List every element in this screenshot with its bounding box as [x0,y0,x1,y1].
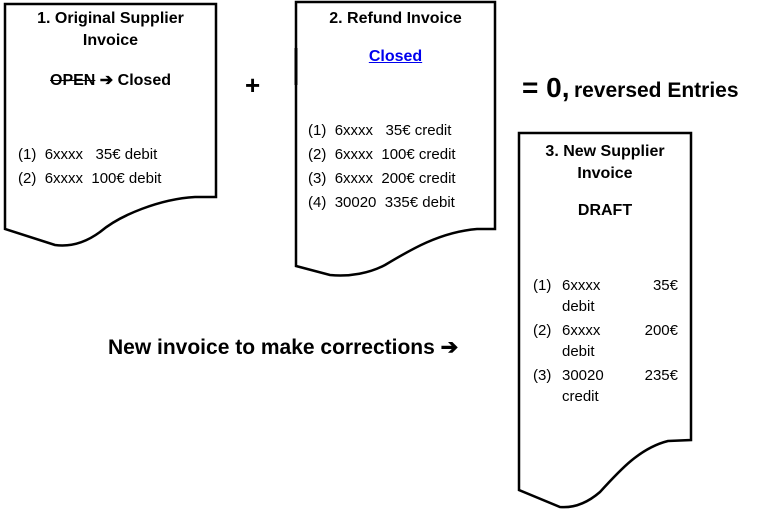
refund-status-link[interactable]: Closed [368,48,423,65]
original-invoice-status: OPEN ➔ Closed [5,70,216,90]
entry-row: (2) 6xxxx 200€ debit [533,322,678,360]
entry-row: (4) 30020 335€ debit [308,194,455,211]
plus-operator: + [245,70,261,100]
refund-invoice-status: Closed [296,48,495,66]
new-invoice-title: 3. New Supplier Invoice [519,141,691,185]
result-label: = 0, reversed Entries [522,72,739,104]
entry-row: (1) 6xxxx 35€ credit [308,122,452,139]
entry-row: (2) 6xxxx 100€ debit [18,170,162,187]
entry-row: (2) 6xxxx 100€ credit [308,146,456,163]
corrections-caption: New invoice to make corrections ➔ [108,335,458,360]
original-invoice-title-line1: 1. Original Supplier [37,10,184,27]
entry-row: (1) 6xxxx 35€ debit [18,146,158,163]
original-invoice-entries: (1) 6xxxx 35€ debit (2) 6xxxx 100€ debit [18,143,161,191]
new-invoice-title-line2: Invoice [577,165,633,182]
document-shape-new-invoice [517,131,693,509]
original-invoice-title: 1. Original Supplier Invoice [5,8,216,52]
document-shape-refund-invoice [294,0,497,277]
refund-invoice-title: 2. Refund Invoice [329,10,462,27]
new-invoice-status: DRAFT [577,202,633,219]
new-invoice-entries: (1) 6xxxx 35€ debit (2) 6xxxx 200€ debit… [533,275,678,410]
new-invoice-title-line1: 3. New Supplier [545,143,665,160]
entry-row: (3) 6xxxx 200€ credit [308,170,456,187]
refund-invoice-entries: (1) 6xxxx 35€ credit (2) 6xxxx 100€ cred… [308,119,456,215]
original-invoice-title-line2: Invoice [82,32,139,49]
entry-row: (1) 6xxxx 35€ debit [533,277,678,315]
status-new: Closed [117,72,171,89]
document-shape-original-invoice [3,2,218,247]
entry-row: (3) 30020 235€ credit [533,367,678,405]
caption-text: New invoice to make corrections [108,336,435,359]
equals-zero: = 0, [522,72,570,103]
arrow-right-icon: ➔ [440,336,459,359]
reversed-entries-text: reversed Entries [573,79,739,102]
arrow-right-icon: ➔ [99,72,114,89]
status-old: OPEN [50,72,96,89]
